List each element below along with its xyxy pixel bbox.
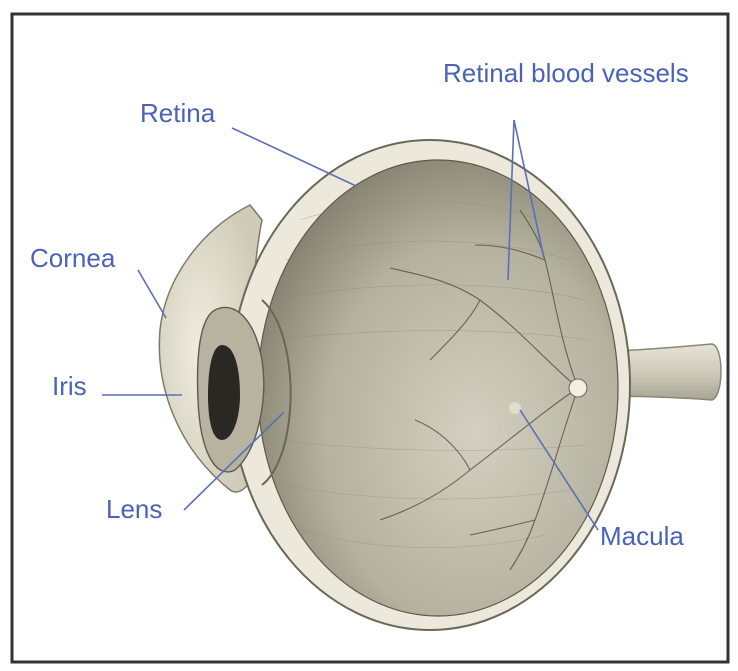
macula-label: Macula <box>600 521 684 551</box>
macula-spot <box>509 402 521 414</box>
lens-label: Lens <box>106 494 162 524</box>
optic-disc <box>569 379 587 397</box>
retina-label: Retina <box>140 98 216 128</box>
iris-label: Iris <box>52 371 87 401</box>
retinal-blood-vessels-label: Retinal blood vessels <box>443 58 689 88</box>
cornea-label: Cornea <box>30 243 116 273</box>
